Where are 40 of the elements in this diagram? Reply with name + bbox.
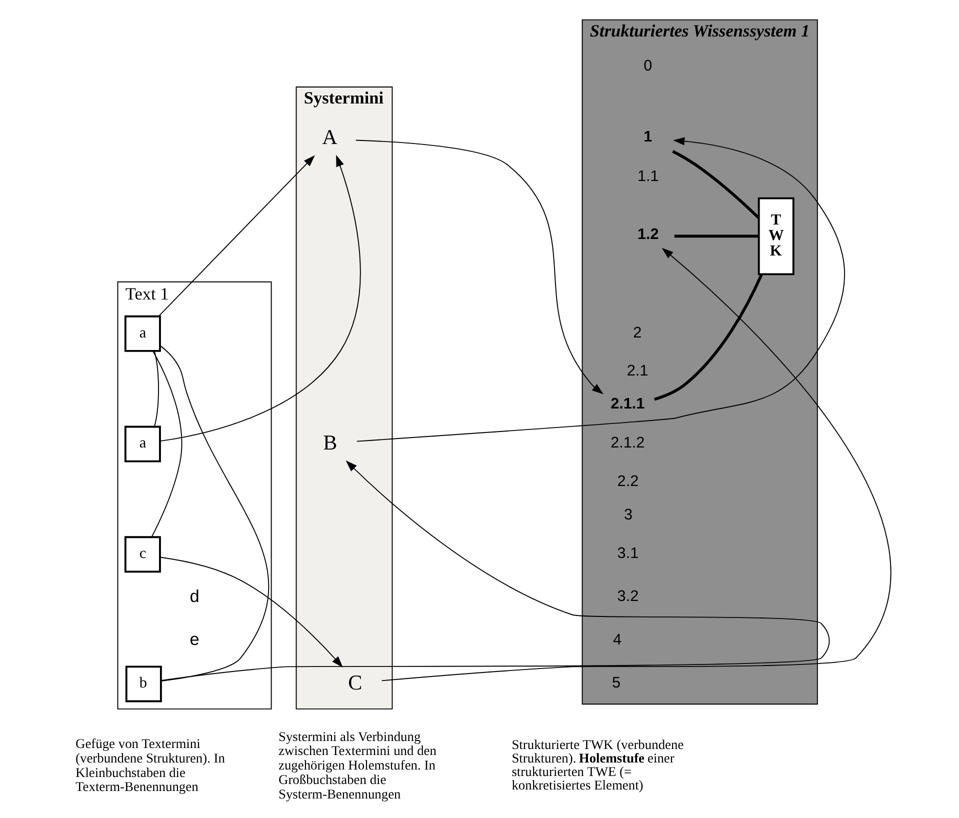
arrow <box>160 556 343 668</box>
node-box: a <box>124 315 161 352</box>
node-box: c <box>124 536 161 573</box>
arrow <box>355 140 604 394</box>
node-text: 0 <box>644 57 652 74</box>
node-text: B <box>323 430 338 454</box>
connector <box>160 345 269 682</box>
node-text: 1.2 <box>637 226 659 243</box>
node-text: 2.1.2 <box>610 434 645 452</box>
arrow <box>158 155 315 317</box>
node-text: 2.1 <box>626 362 648 380</box>
node-text: 5 <box>612 674 621 692</box>
node-text: C <box>348 670 362 694</box>
node-text: 3.1 <box>617 545 639 562</box>
label: e <box>190 629 200 650</box>
node-box: a <box>124 426 161 462</box>
node-text: 2 <box>633 324 642 342</box>
node-text: 3 <box>624 506 633 524</box>
label: Strukturierte TWK (verbundene Strukturen). Holemstufe einer strukturierten TWE (= konkretisiertes Element) <box>512 736 684 792</box>
connector <box>654 274 764 401</box>
arrow <box>160 460 830 681</box>
node-text: 1.1 <box>637 168 659 185</box>
label: Systermini als Verbindung zwischen Textermini und den zugehörigen Holemstufen. In Großbuchstaben die Systerm-Benennungen <box>278 728 436 802</box>
arrow <box>356 137 846 442</box>
node-text: A <box>322 125 338 150</box>
connector <box>154 350 160 427</box>
node-text: 1 <box>644 128 652 146</box>
connector <box>672 150 760 219</box>
connector <box>151 350 182 538</box>
label: d <box>190 586 200 606</box>
node-text: 3.2 <box>617 588 639 606</box>
arrow <box>381 248 890 682</box>
label: Gefüge von Textermini (verbundene Strukturen). In Kleinbuchstaben die Texterm-Benennungen <box>76 736 225 794</box>
arrow <box>160 154 361 442</box>
node-box: b <box>125 666 162 702</box>
node-box: T W K <box>758 197 794 276</box>
node-text: 4 <box>612 631 622 648</box>
connector <box>674 234 759 238</box>
node-text: 2.2 <box>617 473 639 490</box>
node-text: 2.1.1 <box>610 395 645 412</box>
